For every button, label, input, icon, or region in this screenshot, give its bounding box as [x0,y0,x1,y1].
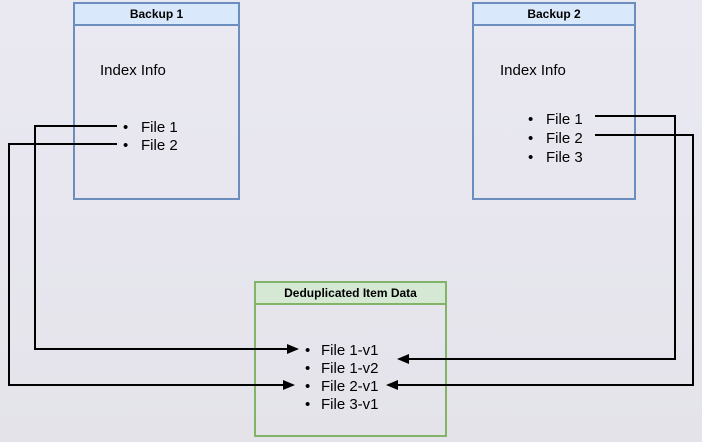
backup1-header: Backup 1 [75,4,238,26]
backup1-title: Backup 1 [129,7,184,21]
backup1-file-list: File 1 File 2 [75,119,238,155]
backup1-box: Backup 1 Index Info File 1 File 2 [73,2,240,200]
list-item: File 1-v1 [256,342,445,360]
backup2-header: Backup 2 [474,4,634,26]
backup2-file-list: File 1 File 2 File 3 [474,110,634,167]
list-item: File 1 [75,119,238,137]
list-item: File 1 [474,110,634,129]
backup2-title: Backup 2 [527,7,581,21]
list-item: File 3-v1 [256,396,445,414]
deduplicated-item-data-box: Deduplicated Item Data File 1-v1 File 1-… [254,281,447,437]
list-item: File 2 [75,137,238,155]
backup2-box: Backup 2 Index Info File 1 File 2 File 3 [472,2,636,200]
dedup-file-list: File 1-v1 File 1-v2 File 2-v1 File 3-v1 [256,342,445,414]
backup1-subtitle: Index Info [100,62,166,79]
list-item: File 3 [474,148,634,167]
backup2-subtitle: Index Info [500,62,566,79]
list-item: File 1-v2 [256,360,445,378]
list-item: File 2-v1 [256,378,445,396]
dedup-title: Deduplicated Item Data [284,286,417,300]
dedup-header: Deduplicated Item Data [256,283,445,305]
list-item: File 2 [474,129,634,148]
